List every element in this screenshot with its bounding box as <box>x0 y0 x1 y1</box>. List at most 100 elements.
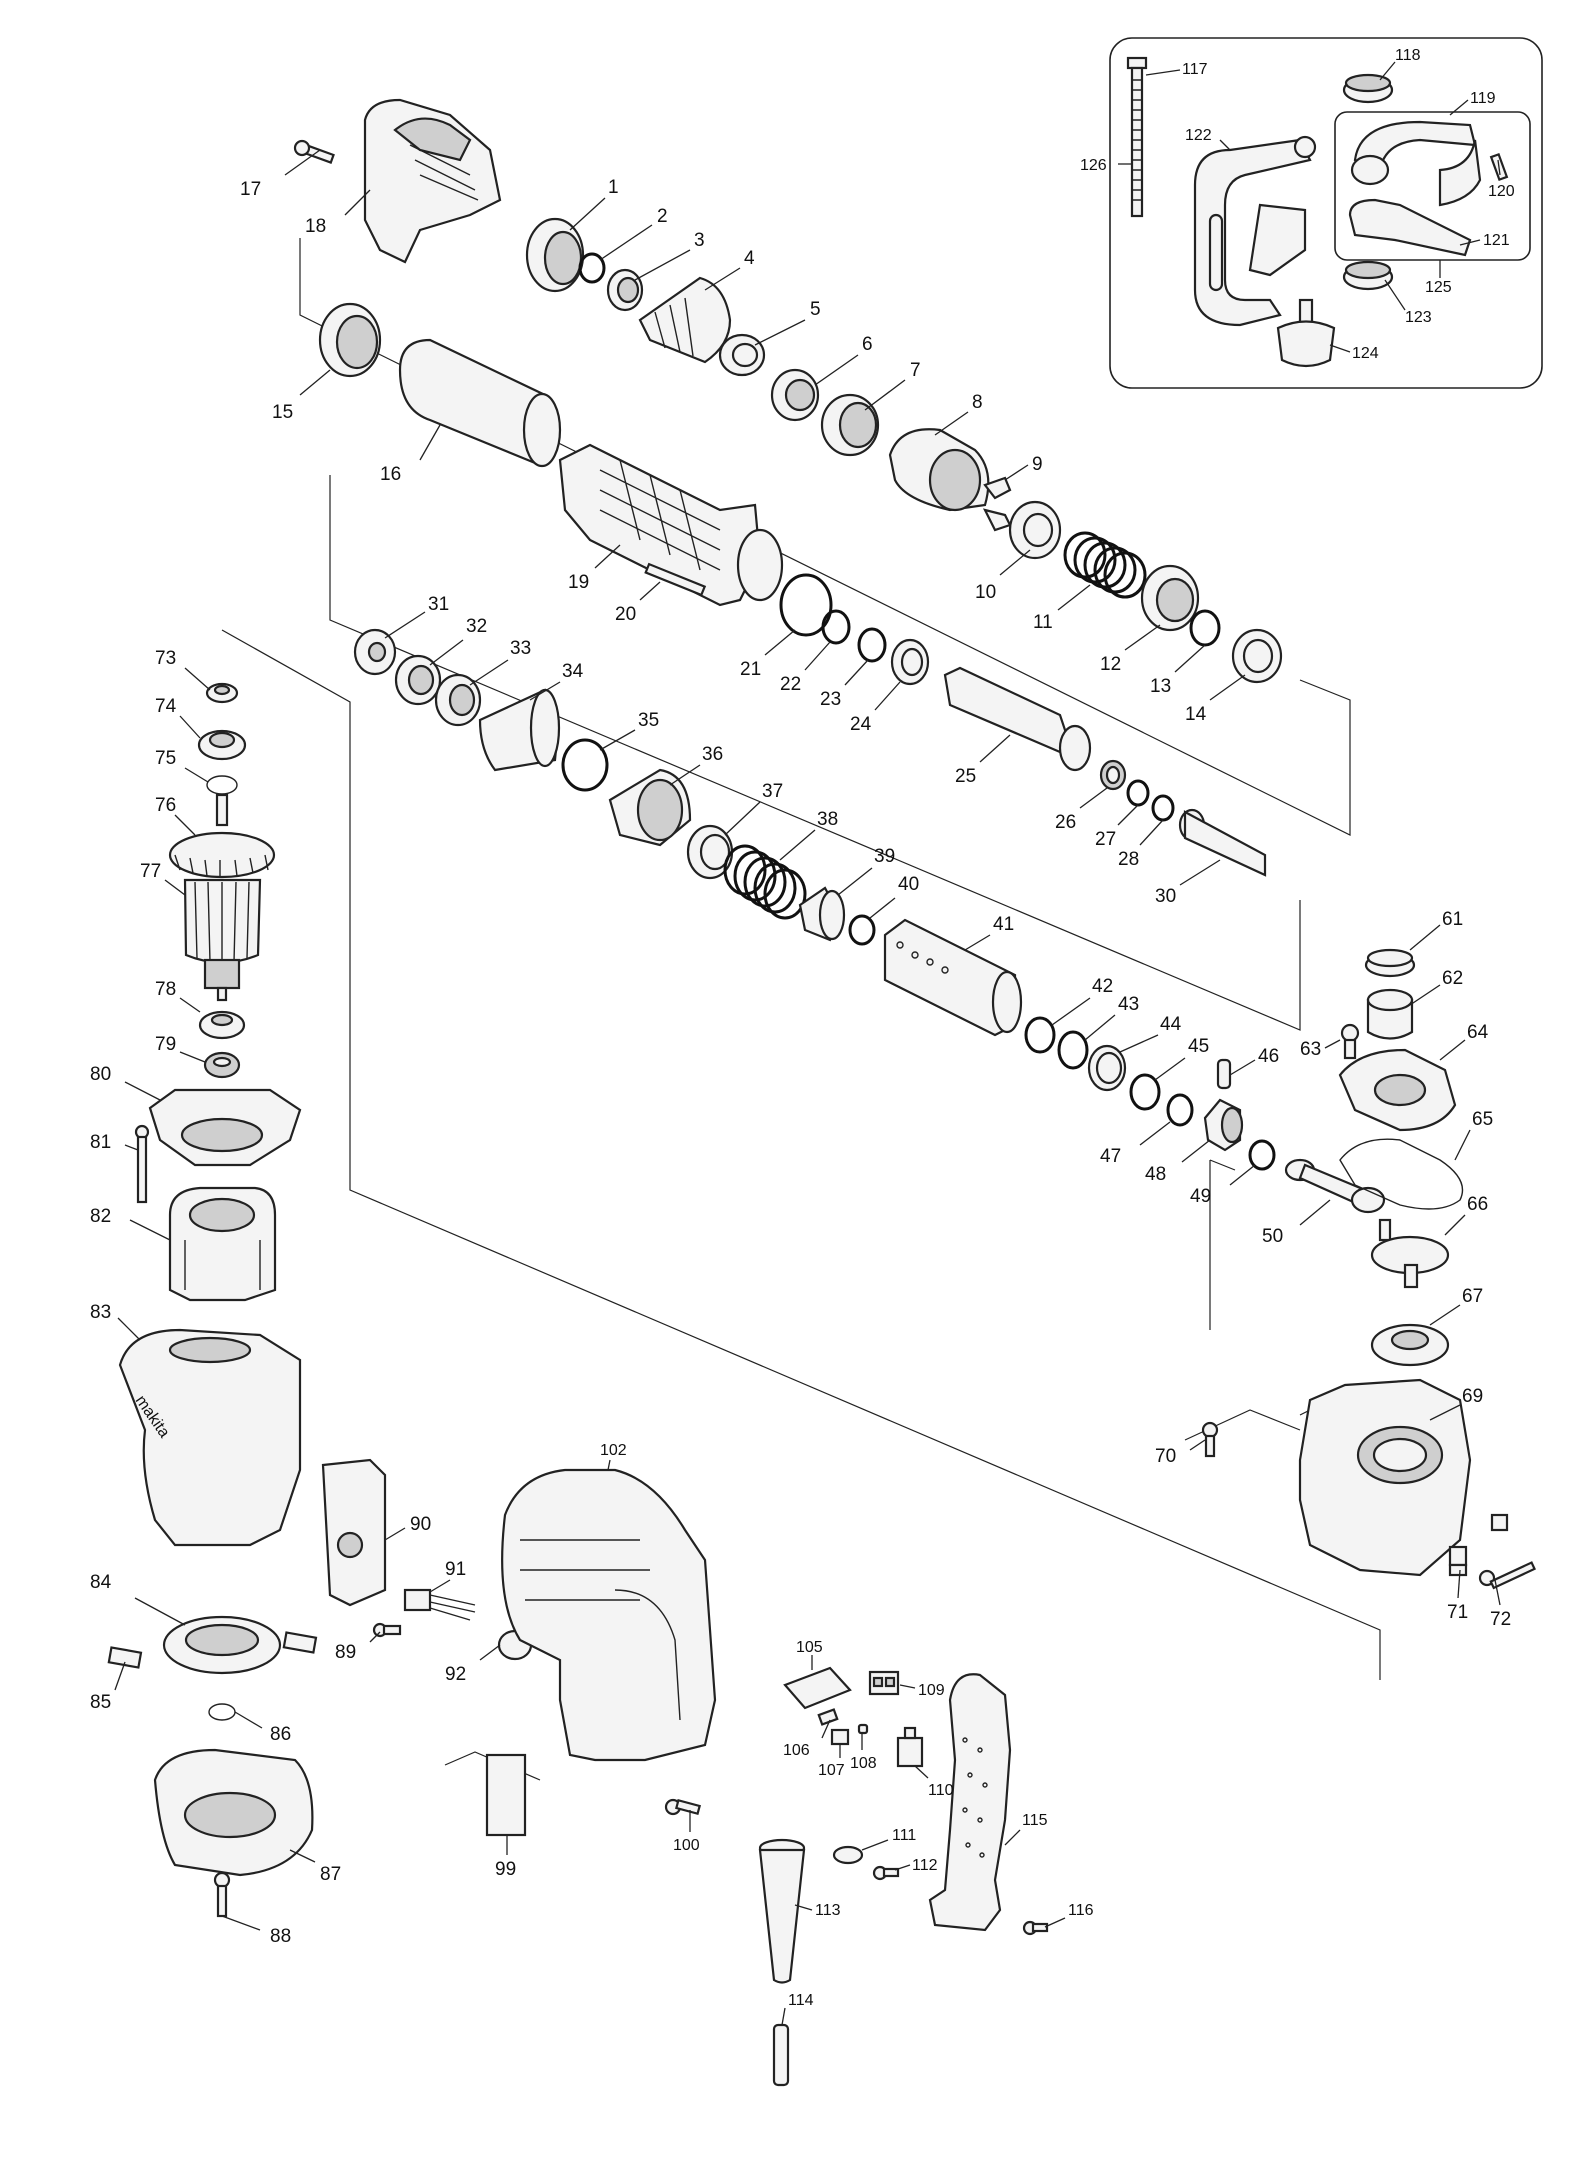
controller-assembly <box>107 1458 533 1918</box>
part-30-shaft <box>1178 808 1267 877</box>
label-75: 75 <box>155 748 176 769</box>
part-66-crank <box>1370 1218 1450 1289</box>
part-119-clamp <box>1350 120 1482 207</box>
label-120: 120 <box>1488 183 1515 200</box>
upper-barrel-assembly <box>293 98 1283 877</box>
label-7: 7 <box>910 360 921 381</box>
label-13: 13 <box>1150 676 1171 697</box>
part-17-screw <box>293 139 335 164</box>
part-49-o-ring <box>1248 1139 1276 1171</box>
part-22-o-ring <box>821 609 851 645</box>
part-121-clamp-half <box>1348 198 1472 257</box>
part-90-controller <box>321 1458 387 1607</box>
part-77-armature <box>183 878 262 1002</box>
part-9-key <box>982 476 1012 532</box>
part-25-spindle <box>943 666 1092 772</box>
part-15-ring <box>318 302 382 378</box>
part-122-handle-frame <box>1193 135 1317 327</box>
label-12: 12 <box>1100 654 1121 675</box>
label-30: 30 <box>1155 886 1176 907</box>
label-63: 63 <box>1300 1039 1321 1060</box>
part-111-clip <box>832 1845 864 1865</box>
part-26-ring <box>1099 759 1127 791</box>
label-105: 105 <box>796 1639 823 1656</box>
label-81: 81 <box>90 1132 111 1153</box>
part-81-screw <box>134 1124 150 1204</box>
label-67: 67 <box>1462 1286 1483 1307</box>
part-73-bearing <box>205 682 239 704</box>
label-113: 113 <box>815 1902 841 1919</box>
label-110: 110 <box>928 1782 954 1799</box>
part-2-ring <box>578 252 606 284</box>
label-116: 116 <box>1068 1902 1094 1919</box>
part-114-bar <box>772 2023 790 2087</box>
part-80-baffle <box>148 1088 302 1167</box>
label-42: 42 <box>1092 976 1113 997</box>
label-33: 33 <box>510 638 531 659</box>
label-1: 1 <box>608 177 619 198</box>
label-46: 46 <box>1258 1046 1279 1067</box>
label-35: 35 <box>638 710 659 731</box>
part-27-ring <box>1126 779 1150 807</box>
part-87-rear-cover <box>153 1748 314 1877</box>
part-106-lock <box>817 1708 839 1726</box>
part-11-spring <box>1063 531 1147 599</box>
label-18: 18 <box>305 216 326 237</box>
label-115: 115 <box>1022 1812 1048 1829</box>
label-91: 91 <box>445 1559 466 1580</box>
label-125: 125 <box>1425 279 1452 296</box>
part-20-bolt <box>644 562 707 597</box>
label-15: 15 <box>272 402 293 423</box>
part-124-knob <box>1276 298 1336 368</box>
part-75-washer <box>206 775 238 795</box>
part-6-sleeve <box>770 368 820 422</box>
part-123-nut <box>1342 260 1394 291</box>
part-107-spring <box>830 1728 850 1746</box>
label-90: 90 <box>410 1514 431 1535</box>
label-72: 72 <box>1490 1609 1511 1630</box>
label-27: 27 <box>1095 829 1116 850</box>
part-84-brush-holder <box>162 1615 282 1675</box>
label-41: 41 <box>993 914 1014 935</box>
label-62: 62 <box>1442 968 1463 989</box>
part-85-carbon-brush <box>107 1631 318 1669</box>
part-33-seal <box>434 673 482 727</box>
part-42-o-ring <box>1024 1016 1056 1054</box>
motor-assembly: makita <box>118 682 302 1547</box>
part-91-connector <box>403 1588 476 1621</box>
part-76-fan <box>168 793 276 879</box>
part-16-tube <box>398 338 562 468</box>
label-22: 22 <box>780 674 801 695</box>
part-86-washer <box>208 1703 236 1721</box>
label-80: 80 <box>90 1064 111 1085</box>
label-112: 112 <box>912 1857 938 1874</box>
label-64: 64 <box>1467 1022 1489 1043</box>
label-66: 66 <box>1467 1194 1488 1215</box>
inset-frame <box>1109 37 1543 389</box>
part-41-cylinder <box>883 918 1023 1037</box>
label-89: 89 <box>335 1642 356 1663</box>
part-39-striker <box>798 886 846 942</box>
label-40: 40 <box>898 874 919 895</box>
part-72-bolt <box>1478 1513 1536 1590</box>
part-28-ring <box>1151 794 1175 822</box>
part-105-switch-lever <box>783 1666 852 1710</box>
label-88: 88 <box>270 1926 291 1947</box>
label-49: 49 <box>1190 1186 1211 1207</box>
part-48-piston <box>1203 1098 1244 1152</box>
label-39: 39 <box>874 846 895 867</box>
part-112-screw <box>872 1865 900 1881</box>
label-123: 123 <box>1405 309 1432 326</box>
label-17: 17 <box>240 179 261 200</box>
part-71-knob <box>1448 1545 1468 1577</box>
part-38-spring <box>723 844 807 920</box>
label-11: 11 <box>1033 612 1053 633</box>
label-38: 38 <box>817 809 838 830</box>
label-2: 2 <box>657 206 668 227</box>
label-78: 78 <box>155 979 176 1000</box>
label-117: 117 <box>1182 61 1208 78</box>
part-10-ring-plate <box>1008 500 1062 560</box>
part-108-pin <box>857 1723 869 1735</box>
inset-subframe <box>1334 111 1531 261</box>
part-40-o-ring <box>848 914 876 946</box>
